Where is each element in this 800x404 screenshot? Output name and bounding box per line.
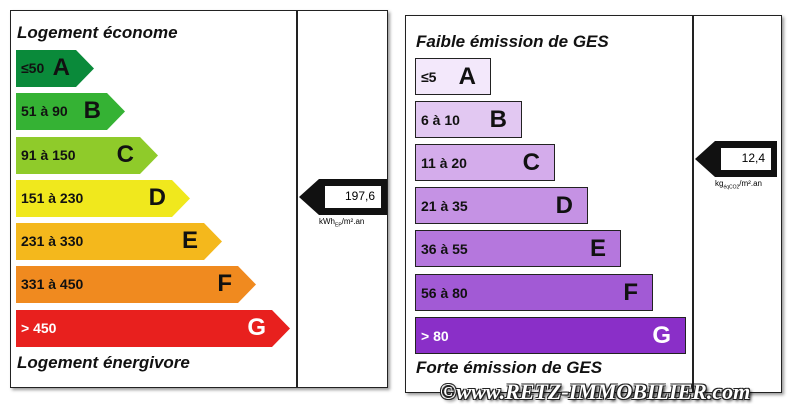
energy-class-d: 151 à 230 D xyxy=(16,180,190,217)
ges-class-c: 11 à 20 C xyxy=(415,144,555,181)
class-letter: C xyxy=(522,149,540,176)
energy-class-f: 331 à 450 F xyxy=(16,266,256,303)
class-range: > 80 xyxy=(421,328,449,344)
ges-bottom-label: Forte émission de GES xyxy=(416,358,603,377)
ges-value: 12,4 xyxy=(721,148,771,170)
energy-class-c: 91 à 150 C xyxy=(16,137,158,174)
ges-class-f: 56 à 80 F xyxy=(415,274,653,311)
class-letter: D xyxy=(555,192,573,219)
ges-class-g: > 80 G xyxy=(415,317,686,354)
class-range: ≤5 xyxy=(421,69,437,85)
ges-unit: kgéqCO2/m².an xyxy=(715,179,762,191)
energy-bottom-label: Logement énergivore xyxy=(17,353,190,372)
ges-value-indicator: 12,4 kgéqCO2/m².an xyxy=(695,141,777,191)
class-range: 56 à 80 xyxy=(421,285,468,301)
class-range: 231 à 330 xyxy=(21,233,84,249)
class-letter: E xyxy=(589,235,606,262)
ges-label-panel: Faible émission de GES Forte émission de… xyxy=(405,15,782,393)
class-range: 36 à 55 xyxy=(421,241,468,257)
ges-class-e: 36 à 55 E xyxy=(415,230,621,267)
class-letter: G xyxy=(247,314,266,341)
class-letter: A xyxy=(458,63,476,90)
energy-class-a: ≤50 A xyxy=(16,50,94,87)
energy-value: 197,6 xyxy=(325,186,381,208)
class-letter: B xyxy=(489,106,507,133)
class-letter: G xyxy=(652,322,671,349)
class-letter: F xyxy=(623,279,638,306)
class-letter: D xyxy=(148,184,166,211)
ges-class-b: 6 à 10 B xyxy=(415,101,522,138)
watermark: ©www.RETZ-IMMOBILIER.com xyxy=(440,379,751,404)
class-letter: A xyxy=(52,54,70,81)
class-range: 51 à 90 xyxy=(21,103,68,119)
class-range: 151 à 230 xyxy=(21,190,84,206)
energy-top-label: Logement économe xyxy=(17,23,178,42)
divider xyxy=(692,16,694,392)
class-letter: E xyxy=(181,227,198,254)
energy-unit: kWhEP/m².an xyxy=(319,217,365,229)
energy-label-panel: Logement économe Logement énergivore ≤50… xyxy=(10,10,388,388)
class-range: ≤50 xyxy=(21,60,45,76)
energy-class-b: 51 à 90 B xyxy=(16,93,125,130)
class-range: > 450 xyxy=(21,320,57,336)
class-range: 91 à 150 xyxy=(21,147,76,163)
class-letter: F xyxy=(217,270,232,297)
class-letter: C xyxy=(116,141,134,168)
energy-class-e: 231 à 330 E xyxy=(16,223,222,260)
divider xyxy=(296,11,298,387)
class-letter: B xyxy=(83,97,101,124)
ges-class-a: ≤5 A xyxy=(415,58,491,95)
ges-class-d: 21 à 35 D xyxy=(415,187,588,224)
class-range: 331 à 450 xyxy=(21,276,84,292)
energy-class-g: > 450 G xyxy=(16,310,290,347)
ges-top-label: Faible émission de GES xyxy=(416,32,609,51)
class-range: 21 à 35 xyxy=(421,198,468,214)
class-range: 11 à 20 xyxy=(421,155,467,171)
energy-value-indicator: 197,6 kWhEP/m².an xyxy=(299,179,387,229)
class-range: 6 à 10 xyxy=(421,112,460,128)
